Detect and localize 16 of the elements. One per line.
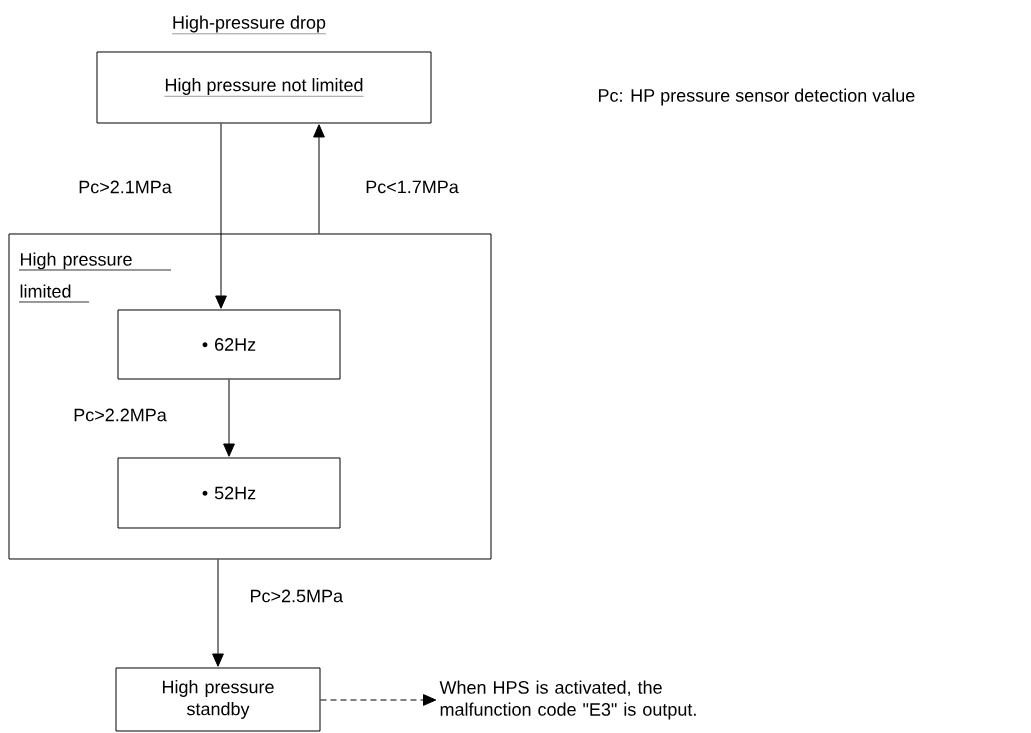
state-box: • 62Hz [117,309,341,380]
state-box: High pressure standby [115,667,321,732]
node-label: High-pressure drop [173,15,326,33]
state-box: High-pressure drop High pressure not limited [96,15,432,124]
state-box: • 52Hz [117,457,341,529]
arrow [223,379,235,457]
arrow [313,124,325,234]
edge-label: Pc>2.2MPa [74,408,167,422]
edge-label: Pc>2.5MPa [251,589,344,603]
arrow [215,123,227,309]
edge-label: Pc>2.1MPa [79,180,172,194]
arrow [320,694,437,706]
arrow [212,559,224,667]
legend-note: Pc: HP pressure sensor detection value [599,88,915,106]
note-text: When HPS is activated, the malfunction code "E3" is output. [439,680,696,720]
edge-label: Pc<1.7MPa [366,180,459,194]
